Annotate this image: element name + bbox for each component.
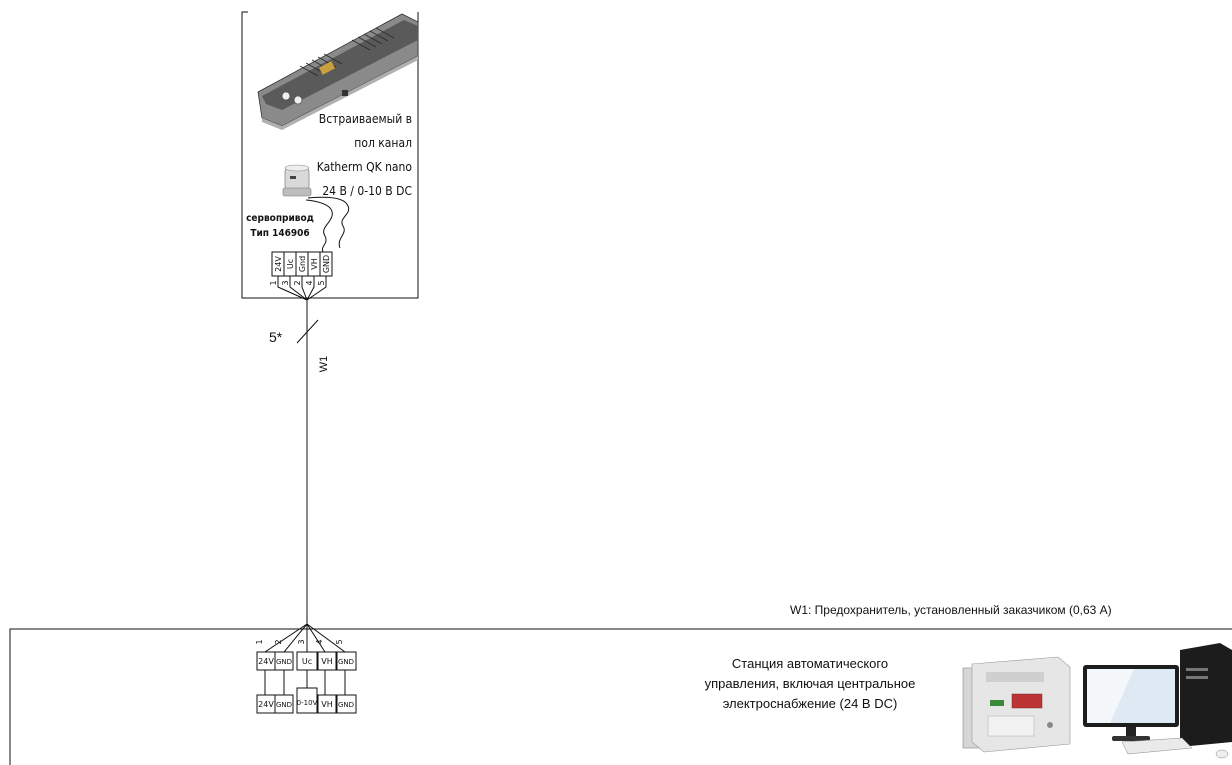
device-terminal-label-3: Gnd xyxy=(298,256,307,272)
control-terminal-number-1: 1 xyxy=(255,639,264,644)
device-terminal-number-4: 4 xyxy=(305,280,314,285)
control-terminal-bottom-1: 24V xyxy=(258,700,274,709)
station-line-2: управления, включая центральное xyxy=(705,676,916,691)
station-description: Станция автоматического управления, вклю… xyxy=(705,656,916,711)
control-terminal-bottom-4: VH xyxy=(321,700,333,709)
actuator-image xyxy=(282,164,312,197)
power-supply-image xyxy=(962,656,1071,753)
actuator-wires xyxy=(305,196,350,253)
control-terminal-top-2: GND xyxy=(276,658,292,666)
fuse-footnote: W1: Предохранитель, установленный заказч… xyxy=(790,603,1112,617)
control-terminal-bottom-5: GND xyxy=(338,701,354,709)
device-terminal-block: 24V Uc Gnd VH GND 1 3 2 4 5 xyxy=(269,251,333,286)
device-terminal-number-3: 2 xyxy=(293,280,302,285)
control-terminal-number-5: 5 xyxy=(335,639,344,644)
control-terminal-top-3: Uc xyxy=(302,657,312,666)
device-converging-leads xyxy=(277,276,327,301)
control-terminal-number-3: 3 xyxy=(297,639,306,644)
control-terminal-top-5: GND xyxy=(338,658,354,666)
device-caption-line-3: Katherm QK nano xyxy=(317,160,413,174)
control-frame xyxy=(9,628,1232,765)
control-terminal-number-2: 2 xyxy=(274,639,283,644)
control-terminal-bottom-2: GND xyxy=(276,701,292,709)
actuator-label: сервопривод Тип 146906 xyxy=(246,213,314,239)
actuator-label-line-2: Тип 146906 xyxy=(250,228,309,239)
control-terminal-bottom-3: 0-10V xyxy=(297,699,318,707)
actuator-label-line-1: сервопривод xyxy=(246,213,314,224)
device-caption-line-1: Встраиваемый в xyxy=(319,112,412,126)
control-terminal-block: 24V GND Uc VH GND 24V GND 0-10V VH GND 1… xyxy=(255,639,357,714)
floor-channel-image xyxy=(257,13,419,130)
cable-count-label: 5* xyxy=(269,329,283,345)
device-terminal-label-5: GND xyxy=(322,255,331,273)
cable-name-label: W1 xyxy=(318,356,330,373)
device-terminal-label-1: 24V xyxy=(274,256,283,272)
device-caption-line-2: пол канал xyxy=(354,136,412,150)
device-terminal-number-5: 5 xyxy=(317,280,326,285)
device-caption: Встраиваемый в пол канал Katherm QK nano… xyxy=(317,112,413,198)
station-line-3: электроснабжение (24 В DC) xyxy=(723,696,898,711)
device-frame xyxy=(241,11,419,299)
control-terminal-number-4: 4 xyxy=(315,639,324,644)
device-terminal-label-2: Uc xyxy=(286,259,295,269)
control-terminal-top-4: VH xyxy=(321,657,333,666)
device-terminal-number-1: 1 xyxy=(269,280,278,285)
control-terminal-top-1: 24V xyxy=(258,657,274,666)
cable-count-slash xyxy=(296,319,319,344)
device-terminal-label-4: VH xyxy=(310,258,319,270)
device-terminal-number-2: 3 xyxy=(281,280,290,285)
station-line-1: Станция автоматического xyxy=(732,656,888,671)
device-caption-line-4: 24 В / 0-10 В DC xyxy=(322,184,412,198)
computer-image xyxy=(1083,643,1232,759)
